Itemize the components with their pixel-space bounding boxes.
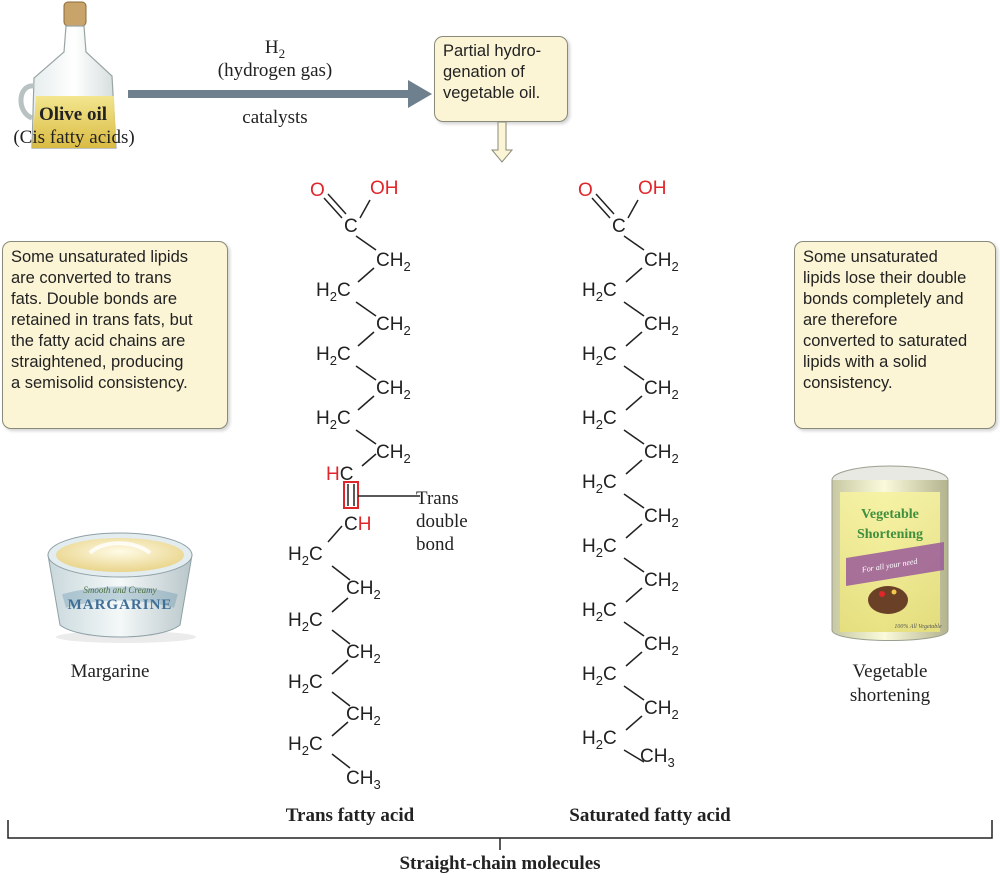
straight-chain-label: Straight-chain molecules (399, 853, 601, 874)
trans-h2c-5: H2C (288, 610, 323, 634)
shortening-label: Vegetable shortening (849, 661, 931, 706)
tub-text-line1: Smooth and Creamy (83, 585, 156, 595)
olive-oil-bottle-icon (18, 1, 117, 149)
reagent-hydrogen-gas: (hydrogen gas) (217, 60, 333, 81)
sat-ch2-1: CH2 (644, 250, 679, 274)
trans-ch2-2: CH2 (376, 314, 411, 338)
trans-carbonyl-o: O (310, 180, 325, 201)
sat-hydroxyl: OH (638, 178, 667, 199)
tub-text-line2: MARGARINE (68, 597, 173, 613)
trans-h2c-3: H2C (316, 408, 351, 432)
trans-h2c-4: H2C (288, 544, 323, 568)
olive-oil-subtitle: (Cis fatty acids) (13, 127, 135, 148)
sat-ch2-4: CH2 (644, 442, 679, 466)
sat-ch3: CH3 (640, 746, 675, 770)
left-explanation-note: Some unsaturated lipids are converted to… (2, 241, 228, 429)
trans-ch2-1: CH2 (376, 250, 411, 274)
catalysts-label: catalysts (242, 107, 308, 128)
trans-double-bond-callout: Trans double bond (416, 488, 468, 555)
saturated-bonds (591, 193, 645, 763)
sat-h2c-6: H2C (582, 600, 617, 624)
sat-h2c-7: H2C (582, 664, 617, 688)
sat-h2c-5: H2C (582, 536, 617, 560)
sat-ch2-3: CH2 (644, 378, 679, 402)
trans-hydroxyl: OH (370, 178, 399, 199)
sat-carbonyl-o: O (578, 180, 593, 201)
trans-ch: CH (344, 514, 371, 535)
trans-ch2-3: CH2 (376, 378, 411, 402)
trans-h2c-2: H2C (316, 344, 351, 368)
trans-bonds (323, 193, 420, 769)
reaction-arrow (128, 80, 432, 108)
reagent-h2: H2 (264, 37, 286, 61)
shortening-can-icon: Vegetable Shortening For all your need 1… (831, 465, 949, 641)
trans-ch2-4: CH2 (376, 442, 411, 466)
trans-h2c-6: H2C (288, 672, 323, 696)
trans-fatty-acid-label: Trans fatty acid (285, 805, 415, 826)
can-title1: Vegetable (861, 507, 919, 522)
margarine-label: Margarine (70, 661, 150, 682)
trans-carboxyl-c: C (344, 216, 358, 237)
saturated-fatty-acid-label: Saturated fatty acid (569, 805, 731, 826)
sat-ch2-7: CH2 (644, 634, 679, 658)
trans-ch3: CH3 (346, 768, 381, 792)
can-footer: 100% All Vegetable (894, 624, 942, 630)
trans-fatty-acid-structure: O OH C CH2 H2C CH2 H2C CH2 H2C CH2 HC CH… (288, 178, 420, 792)
sat-h2c-1: H2C (582, 280, 617, 304)
sat-h2c-3: H2C (582, 408, 617, 432)
process-note: Partial hydro- genation of vegetable oil… (434, 36, 568, 122)
sat-ch2-8: CH2 (644, 698, 679, 722)
sat-ch2-2: CH2 (644, 314, 679, 338)
right-explanation-note: Some unsaturated lipids lose their doubl… (794, 241, 996, 429)
sat-carboxyl-c: C (612, 216, 626, 237)
trans-h2c-7: H2C (288, 734, 323, 758)
can-title2: Shortening (857, 527, 923, 542)
sat-ch2-5: CH2 (644, 506, 679, 530)
sat-h2c-8: H2C (582, 728, 617, 752)
olive-oil-title: Olive oil (38, 104, 108, 125)
trans-h2c-1: H2C (316, 280, 351, 304)
margarine-tub-icon: Smooth and Creamy MARGARINE (47, 532, 196, 643)
trans-ch2-7: CH2 (346, 704, 381, 728)
process-down-arrow (490, 121, 514, 163)
trans-ch2-6: CH2 (346, 642, 381, 666)
saturated-fatty-acid-structure: O OH C CH2 H2C CH2 H2C CH2 H2C CH2 H2C C… (578, 178, 679, 770)
sat-h2c-2: H2C (582, 344, 617, 368)
sat-h2c-4: H2C (582, 472, 617, 496)
trans-ch2-5: CH2 (346, 578, 381, 602)
straight-chain-bracket (7, 820, 993, 850)
sat-ch2-6: CH2 (644, 570, 679, 594)
trans-hc: HC (326, 464, 353, 485)
